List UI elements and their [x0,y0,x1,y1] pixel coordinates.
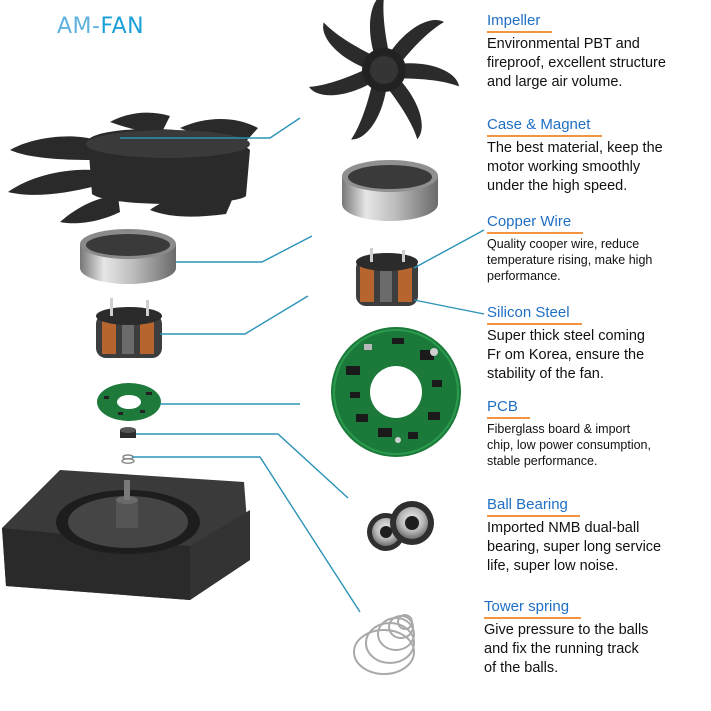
desc-line: The best material, keep the [487,140,663,156]
part-desc: Give pressure to the balls and fix the r… [484,621,648,678]
part-case-magnet: Case & Magnet The best material, keep th… [487,116,663,196]
desc-line: Fr om Korea, ensure the [487,347,645,363]
desc-line: Quality cooper wire, reduce [487,237,640,251]
desc-line: under the high speed. [487,178,628,194]
desc-line: Environmental PBT and [487,36,640,52]
leader-line-case-ring [176,235,313,263]
part-desc: Environmental PBT and fireproof, excelle… [487,35,666,92]
desc-line: Give pressure to the balls [484,622,649,638]
bearing-small-left-image [120,427,136,438]
leader-lines [120,117,485,613]
part-title: Silicon Steel [487,304,582,325]
desc-line: Fiberglass board & import [487,422,631,436]
fan-housing-image [2,470,250,600]
part-title: Copper Wire [487,213,584,234]
part-tower-spring: Tower spring Give pressure to the balls … [484,598,648,678]
part-silicon-steel: Silicon Steel Super thick steel coming F… [487,304,645,384]
desc-line: temperature rising, make high [487,253,653,267]
part-title: Tower spring [484,598,582,619]
case-ring-right-image [342,160,438,221]
ball-bearings-image [367,501,434,551]
part-pcb: PCB Fiberglass board & import chip, low … [487,398,651,469]
desc-line: life, super low noise. [487,558,619,574]
part-impeller: Impeller Environmental PBT and fireproof… [487,12,666,92]
leader-line-bearing [136,433,349,499]
brand-logo-am: AM [57,14,93,39]
desc-line: and large air volume. [487,74,623,90]
part-title: Case & Magnet [487,116,603,137]
leader-line-impeller [120,117,301,139]
desc-line: chip, low power consumption, [487,438,651,452]
stator-right-image [356,248,418,306]
desc-line: motor working smoothly [487,159,641,175]
part-desc: Quality cooper wire, reduce temperature … [487,236,652,284]
case-ring-left-image [80,229,176,284]
desc-line: performance. [487,269,561,283]
brand-logo: AM-FAN [57,14,144,39]
desc-line: stability of the fan. [487,366,604,382]
part-title: Impeller [487,12,553,33]
leader-line-copper-wire [413,229,485,269]
desc-line: of the balls. [484,660,559,676]
part-desc: Fiberglass board & import chip, low powe… [487,421,651,469]
desc-line: Super thick steel coming [487,328,645,344]
brand-logo-fan: FAN [100,14,145,39]
desc-line: stable performance. [487,454,598,468]
brand-logo-dash: - [92,14,101,39]
spring-small-left-image [121,454,135,464]
leader-line-spring [132,456,361,613]
desc-line: and fix the running track [484,641,639,657]
pcb-left-image [97,383,161,421]
part-ball-bearing: Ball Bearing Imported NMB dual-ball bear… [487,496,661,576]
part-desc: The best material, keep the motor workin… [487,139,663,196]
desc-line: Imported NMB dual-ball [487,520,640,536]
tower-spring-image [353,614,415,675]
leader-line-silicon-steel [413,299,485,315]
impeller-front-image [309,0,460,140]
part-desc: Imported NMB dual-ball bearing, super lo… [487,519,661,576]
desc-line: fireproof, excellent structure [487,55,666,71]
part-copper-wire: Copper Wire Quality cooper wire, reduce … [487,213,652,284]
leader-line-stator [160,295,309,335]
part-title: Ball Bearing [487,496,580,517]
stator-left-image [96,298,162,358]
impeller-side-image [8,112,258,224]
pcb-right-image [331,327,461,457]
part-title: PCB [487,398,530,419]
desc-line: bearing, super long service [487,539,662,555]
part-desc: Super thick steel coming Fr om Korea, en… [487,327,645,384]
